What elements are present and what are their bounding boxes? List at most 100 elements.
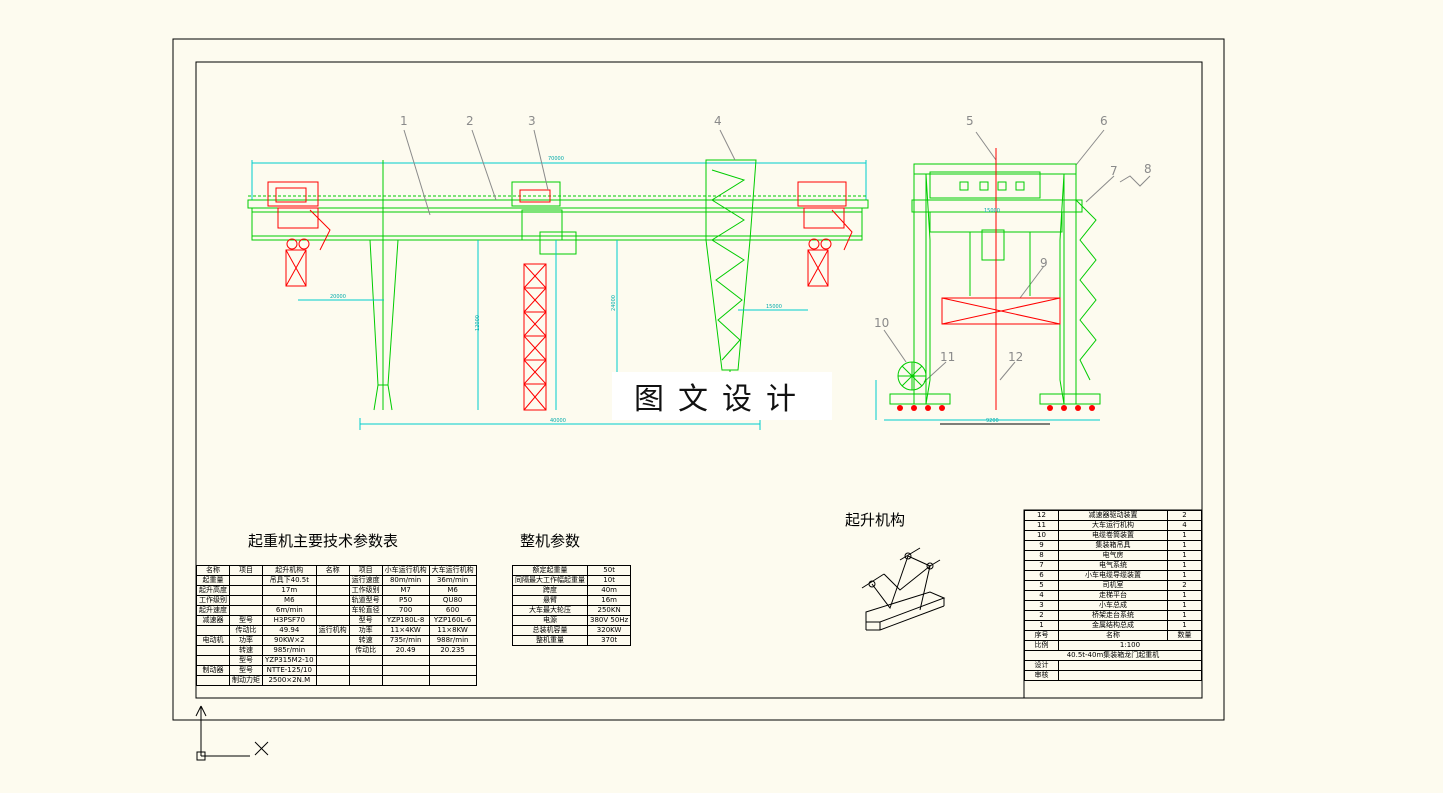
parts-list-header-cell: 数量: [1167, 630, 1202, 641]
main-params-row-cell: 运行速度: [348, 575, 383, 586]
parts-list-row-cell: 4: [1024, 590, 1059, 601]
main-params-row-cell: [315, 655, 350, 666]
callout-12: 12: [1008, 350, 1024, 364]
parts-list-row-cell: 1: [1167, 530, 1202, 541]
main-params-row-cell: 工作级别: [196, 595, 230, 606]
dim-total-width: 70000: [548, 156, 564, 162]
parts-list-row-cell: 大车运行机构: [1057, 520, 1169, 531]
main-params-row-cell: 型号: [229, 655, 263, 666]
parts-list-row-cell: 7: [1024, 560, 1059, 571]
inner-frame: [195, 61, 1203, 699]
main-params-row-cell: 工作级别: [348, 585, 383, 596]
review-row-label: 审核: [1024, 670, 1059, 681]
main-params-row-cell: 11×4KW: [381, 625, 430, 636]
parts-list-row-cell: 11: [1024, 520, 1059, 531]
main-params-row-cell: 减速器: [196, 615, 230, 626]
main-params-row-cell: 起升高度: [196, 585, 230, 596]
main-params-row-cell: 项目: [348, 565, 383, 576]
main-params-row-cell: 传动比: [348, 645, 383, 656]
main-params-row-cell: 制动力矩: [229, 675, 263, 686]
design-row-value: [1057, 660, 1203, 671]
overall-params-row-cell: 16m: [586, 595, 632, 606]
main-params-row-cell: 17m: [262, 585, 317, 596]
main-params-row-cell: 985r/min: [262, 645, 317, 656]
parts-list-row-cell: 5: [1024, 580, 1059, 591]
main-params-row-cell: M6: [262, 595, 317, 606]
main-params-row-cell: 车轮直径: [348, 605, 383, 616]
parts-list-row-cell: 6: [1024, 570, 1059, 581]
main-params-row-cell: [315, 675, 350, 686]
main-params-row-cell: M6: [428, 585, 477, 596]
main-params-row-cell: 80m/min: [381, 575, 430, 586]
drawing-title: 40.5t-40m集装箱龙门起重机: [1024, 650, 1202, 661]
parts-list-row-cell: 电气系统: [1057, 560, 1169, 571]
parts-list-row-cell: 2: [1024, 610, 1059, 621]
parts-list-row-cell: 小车电缆导缆装置: [1057, 570, 1169, 581]
main-params-row-cell: QU80: [428, 595, 477, 606]
main-params-row-cell: 49.94: [262, 625, 317, 636]
callout-10: 10: [874, 316, 890, 330]
main-params-row-cell: 700: [381, 605, 430, 616]
watermark-label: 图文设计: [612, 372, 832, 420]
callout-1: 1: [400, 114, 408, 128]
parts-list-header: 序号名称数量: [1024, 630, 1202, 641]
end-view: [875, 129, 1151, 425]
parts-list-row-cell: 1: [1167, 570, 1202, 581]
main-params-row-cell: [315, 635, 350, 646]
main-params-row-cell: 起重量: [196, 575, 230, 586]
parts-list-row-cell: 1: [1167, 610, 1202, 621]
main-params-row-cell: 转速: [229, 645, 263, 656]
main-params-row-cell: 6m/min: [262, 605, 317, 616]
parts-list-row-cell: 减速器驱动装置: [1057, 510, 1169, 521]
main-params-row-cell: YZP160L-6: [428, 615, 477, 626]
overall-params-row-cell: 250KN: [586, 605, 632, 616]
ucs-axis-icon: [195, 705, 269, 761]
overall-params-row-cell: 电源: [512, 615, 588, 626]
main-params-row-cell: 988r/min: [428, 635, 477, 646]
parts-list-row-cell: 2: [1167, 580, 1202, 591]
main-params-row-cell: NTTE-125/10: [262, 665, 317, 676]
parts-list-row-cell: 集装箱吊具: [1057, 540, 1169, 551]
main-params-row-cell: [196, 655, 230, 666]
scale-label: 比例: [1024, 640, 1059, 651]
parts-list-row-cell: 3: [1024, 600, 1059, 611]
main-params-row-cell: 90KW×2: [262, 635, 317, 646]
main-params-row-cell: [315, 645, 350, 656]
parts-list-row-cell: 1: [1167, 540, 1202, 551]
dim-height-b: 24000: [610, 295, 617, 311]
parts-list-row-cell: 9: [1024, 540, 1059, 551]
main-params-row-cell: [348, 655, 383, 666]
parts-list-row-cell: 电气房: [1057, 550, 1169, 561]
parts-list-row-cell: 1: [1167, 620, 1202, 631]
outer-frame: [172, 38, 1225, 721]
parts-list-row-cell: 走梯平台: [1057, 590, 1169, 601]
main-params-row-cell: [315, 605, 350, 616]
callout-11: 11: [940, 350, 956, 364]
main-params-row-cell: 功率: [229, 635, 263, 646]
main-params-row-cell: 20.49: [381, 645, 430, 656]
main-params-row-cell: [428, 655, 477, 666]
main-params-row-cell: [348, 675, 383, 686]
dim-height-a: 12000: [474, 315, 481, 331]
main-params-row: 名称项目起升机构名称项目小车运行机构大车运行机构: [196, 565, 477, 576]
callout-3: 3: [528, 114, 536, 128]
main-params-row-cell: [428, 675, 477, 686]
scale-value: 1:100: [1057, 640, 1203, 651]
main-params-row-cell: 大车运行机构: [428, 565, 477, 576]
dim-left-cantilever: 20000: [330, 294, 346, 300]
